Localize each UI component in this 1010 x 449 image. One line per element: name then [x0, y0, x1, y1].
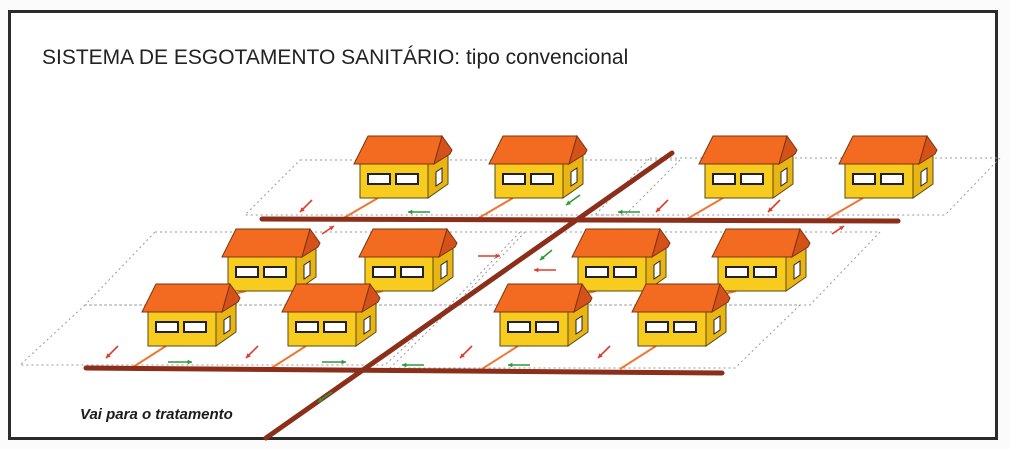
house-icon — [358, 227, 458, 292]
flow-arrow-icon — [245, 345, 259, 359]
flow-arrow-icon — [534, 267, 556, 273]
flow-arrow-icon — [168, 359, 192, 365]
house-connection-pipe — [476, 197, 514, 220]
lot-outline — [388, 304, 802, 369]
flow-arrow-icon — [402, 362, 424, 368]
house-icon — [838, 134, 938, 199]
flow-arrow-icon — [597, 345, 611, 359]
house-icon — [631, 282, 731, 347]
flow-arrow-icon — [322, 359, 346, 365]
houses — [141, 134, 938, 347]
flow-arrow-icon — [565, 194, 581, 206]
house-icon — [571, 227, 671, 292]
house-connection-pipe — [129, 345, 167, 370]
flow-arrow-icon — [299, 199, 313, 213]
flow-arrow-icon — [459, 345, 473, 359]
flow-arrow-icon — [831, 225, 845, 235]
flow-arrow-icon — [478, 253, 500, 259]
house-connection-pipe — [481, 345, 519, 370]
house-icon — [698, 134, 798, 199]
flow-arrow-icon — [655, 199, 669, 213]
flow-arrow-icon — [767, 199, 781, 213]
house-connection-pipe — [619, 345, 657, 370]
house-icon — [281, 282, 381, 347]
house-connection-pipe — [341, 197, 379, 220]
house-icon — [221, 227, 321, 292]
house-icon — [493, 282, 593, 347]
house-connection-pipe — [686, 197, 724, 220]
house-connection-pipe — [269, 345, 307, 370]
flow-arrow-icon — [539, 249, 553, 261]
lot-outline — [243, 159, 682, 216]
treatment-label: Vai para o tratamento — [80, 406, 233, 423]
flow-arrow-icon — [321, 225, 335, 235]
flow-arrow-icon — [618, 209, 640, 215]
house-connection-pipe — [826, 197, 864, 220]
flow-arrow-icon — [408, 209, 430, 215]
flow-arrow-icon — [317, 391, 333, 403]
trunk-sewer-diagonal — [263, 150, 675, 441]
diagram-title: SISTEMA DE ESGOTAMENTO SANITÁRIO: tipo c… — [42, 46, 629, 69]
trunk-sewer-bottom — [83, 365, 725, 376]
flow-arrow-icon — [105, 345, 119, 359]
flow-arrows — [105, 194, 845, 403]
flow-arrow-icon — [508, 362, 530, 368]
trunk-sewer-lines — [83, 150, 901, 441]
house-icon — [488, 134, 588, 199]
house-icon — [141, 282, 241, 347]
house-icon — [711, 227, 811, 292]
house-icon — [353, 134, 453, 199]
